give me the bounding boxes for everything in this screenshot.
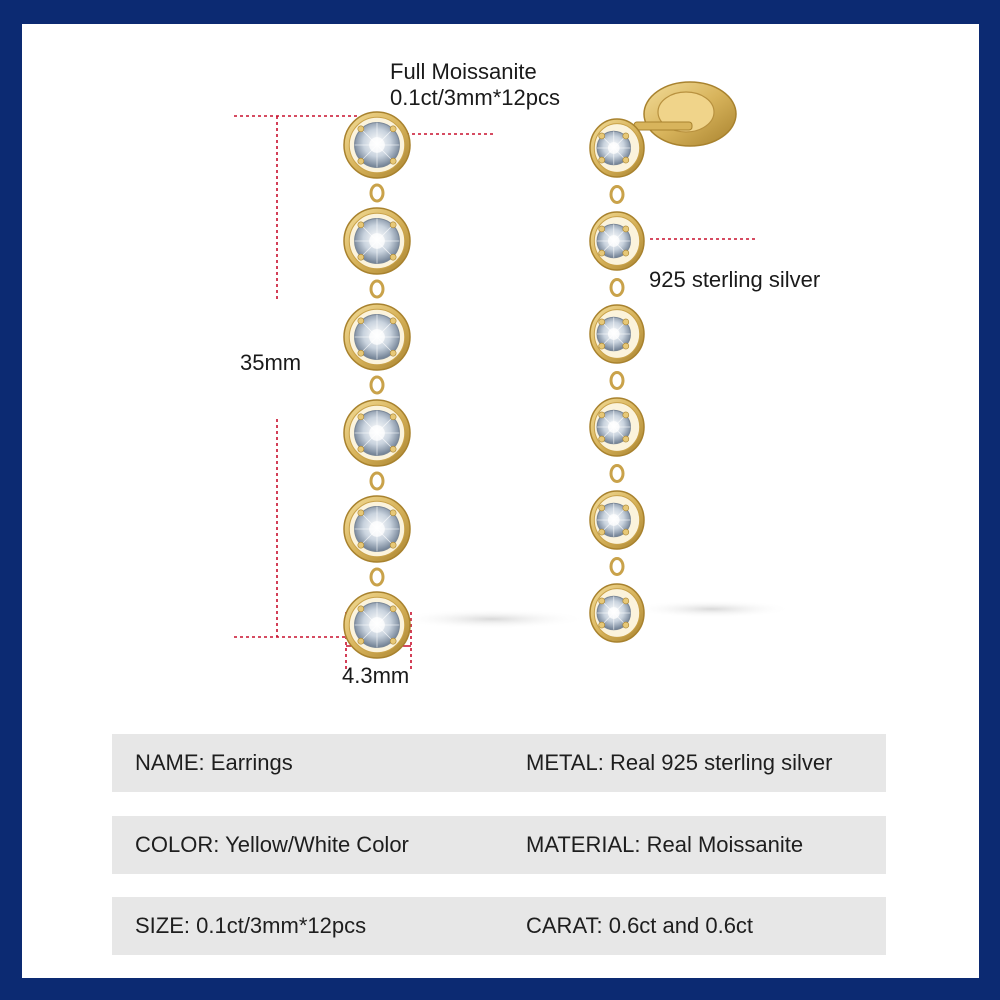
stone-setting <box>589 490 645 550</box>
stone-setting <box>589 118 645 178</box>
dimension-lines <box>234 115 755 672</box>
spec-name: NAME: Earrings <box>135 750 293 775</box>
stone-setting <box>343 111 411 179</box>
spec-row: COLOR: Yellow/White Color MATERIAL: Real… <box>112 816 886 874</box>
spec-material: MATERIAL: Real Moissanite <box>526 832 804 857</box>
chain-link <box>369 183 385 203</box>
chain-link <box>609 278 625 297</box>
stud-back <box>633 81 737 147</box>
spec-metal: METAL: Real 925 sterling silver <box>526 750 833 775</box>
stone-title-label: Full Moissanite <box>390 59 537 84</box>
stone-setting <box>589 211 645 271</box>
stone-setting <box>589 304 645 364</box>
product-image-card: Full Moissanite 0.1ct/3mm*12pcs 925 ster… <box>22 24 979 978</box>
spec-carat: CARAT: 0.6ct and 0.6ct <box>526 913 754 938</box>
metal-label: 925 sterling silver <box>649 267 821 292</box>
earring-shadow <box>632 600 792 618</box>
chain-link <box>369 279 385 299</box>
earring-shadow <box>397 609 587 629</box>
spec-row: SIZE: 0.1ct/3mm*12pcs CARAT: 0.6ct and 0… <box>112 897 886 955</box>
chain-link <box>369 375 385 395</box>
stone-setting <box>343 207 411 275</box>
chain-link <box>609 557 625 576</box>
stone-setting <box>343 399 411 467</box>
stone-setting <box>589 397 645 457</box>
stone-setting <box>343 495 411 563</box>
stone-detail-label: 0.1ct/3mm*12pcs <box>390 85 560 110</box>
stone-setting <box>343 303 411 371</box>
chain-link <box>369 471 385 491</box>
spec-row: NAME: Earrings METAL: Real 925 sterling … <box>112 734 886 792</box>
right-earring <box>589 118 645 643</box>
spec-size: SIZE: 0.1ct/3mm*12pcs <box>135 913 367 938</box>
width-label: 4.3mm <box>342 663 410 688</box>
stone-setting <box>343 591 411 659</box>
earrings-illustration <box>234 81 792 672</box>
chain-link <box>609 464 625 483</box>
stone-setting <box>589 583 645 643</box>
chain-link <box>369 567 385 587</box>
ear-post <box>633 121 693 131</box>
chain-link <box>609 371 625 390</box>
length-label: 35mm <box>240 350 302 375</box>
spec-color: COLOR: Yellow/White Color <box>135 832 409 857</box>
left-earring <box>343 111 411 659</box>
chain-link <box>609 185 625 204</box>
